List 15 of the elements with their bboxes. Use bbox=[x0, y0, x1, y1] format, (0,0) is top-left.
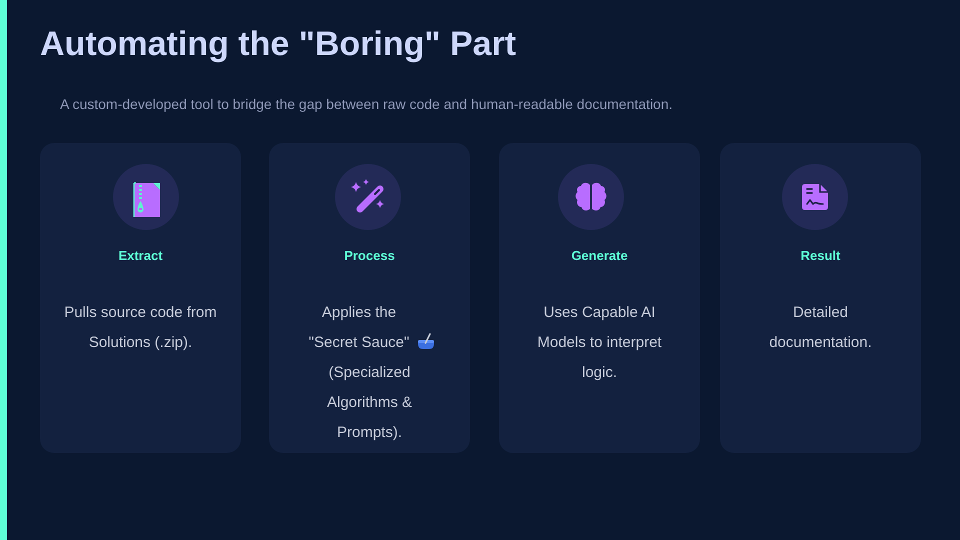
step-card bbox=[499, 143, 700, 453]
step-description: (Specialized Algorithms & Prompts). bbox=[326, 363, 414, 443]
slide-title: Automating the "Boring" Part bbox=[40, 24, 516, 65]
step-description: Uses Capable AI Models to interpret logic. bbox=[537, 304, 662, 381]
step-description: Pulls source code from Solutions (.zip). bbox=[64, 304, 217, 351]
step-description: Detailed documentation. bbox=[769, 304, 872, 351]
step-card bbox=[720, 143, 921, 453]
step-card bbox=[269, 143, 470, 453]
step-card bbox=[40, 143, 241, 453]
step-title: Process bbox=[344, 247, 395, 265]
step-title: Generate bbox=[571, 247, 628, 265]
step-title: Extract bbox=[118, 247, 163, 265]
step-description: Applies the "Secret Sauce" bbox=[308, 303, 410, 353]
slide-subtitle: A custom-developed tool to bridge the gap between raw code and human-readable documentation. bbox=[60, 95, 673, 114]
step-title: Result bbox=[800, 247, 840, 265]
